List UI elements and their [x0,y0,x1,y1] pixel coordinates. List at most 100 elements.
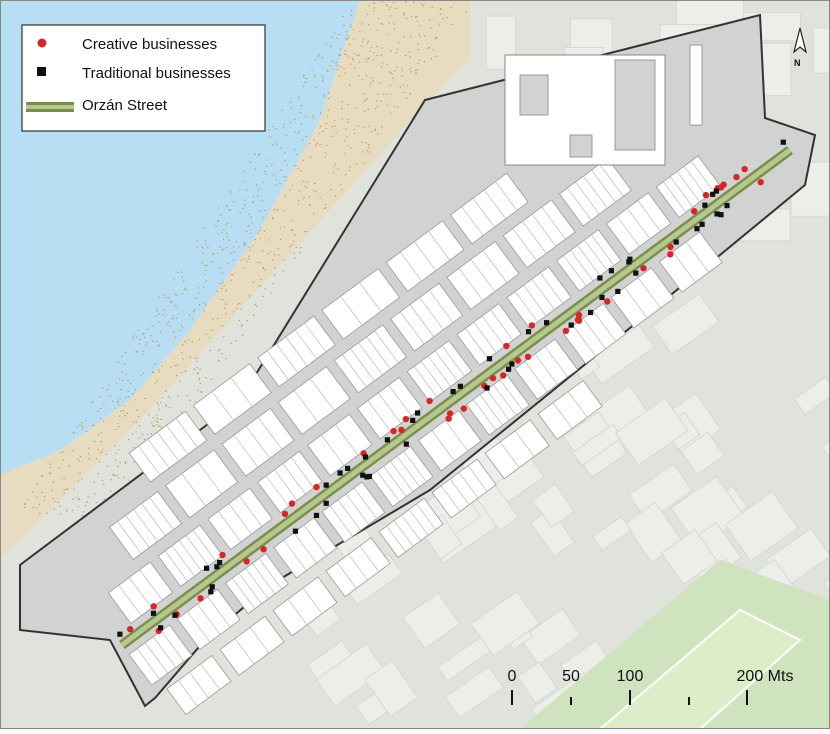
sand-dot [158,368,160,371]
plaza-building [614,59,656,151]
sand-dot [133,461,135,463]
sand-dot [181,276,183,278]
sand-dot [369,151,371,153]
sand-dot [262,181,264,184]
beach [0,0,470,560]
sand-dot [155,382,157,384]
sand-dot [284,159,286,162]
sand-dot [24,506,26,509]
traditional-business-point [410,417,416,423]
sand-dot [396,48,399,50]
sand-dot [200,391,202,393]
sand-dot [100,431,103,434]
sand-dot [350,26,352,28]
sand-dot [254,153,256,155]
sand-dot [269,251,272,253]
parcel-line [161,630,185,662]
creative-business-point [460,405,467,412]
parcel-line [534,353,558,385]
sand-dot [84,420,87,422]
legend: Creative businesses Traditional business… [21,24,266,132]
sand-dot [340,66,342,68]
sand-dot [423,60,426,63]
sand-dot [327,109,329,111]
sand-dot [193,368,196,370]
sand-dot [450,7,452,9]
sand-dot [133,421,135,423]
parcel-line [337,562,357,589]
parcel-line [383,465,407,497]
sand-dot [170,366,172,368]
sand-dot [331,60,333,62]
sand-dot [154,363,157,366]
parcel-line [358,342,383,376]
parcel-line [690,160,714,192]
parcel-line [245,425,271,459]
sand-dot [188,338,190,341]
sand-dot [205,280,208,282]
parcel-line [552,402,573,429]
parcel-line [419,297,444,330]
parcel-line [495,181,518,211]
sand-dot [337,168,339,170]
sand-dot [325,152,327,154]
parcel-line [493,384,517,416]
sand-dot [218,360,221,362]
sand-dot [181,293,184,295]
parcel-line [393,520,414,547]
parcel-line [473,321,497,353]
parcel-line [440,485,461,512]
parcel-line [583,175,608,209]
sand-dot [244,204,246,206]
sand-dot [367,5,370,7]
sand-dot [91,402,93,404]
sand-dot [294,257,296,259]
sand-dot [403,36,405,38]
sand-dot [223,229,225,231]
sand-dot [140,374,142,377]
sand-dot [248,246,251,248]
outside-building [364,659,419,718]
sand-dot [119,398,121,400]
sand-dot [365,61,368,63]
sand-dot [99,396,102,398]
sand-dot [161,365,163,367]
sand-dot [272,209,275,211]
sand-dot [399,86,401,88]
sand-dot [275,128,277,130]
sand-dot [291,184,294,186]
sand-dot [110,490,112,492]
sand-dot [219,214,222,216]
sand-dot [143,438,146,440]
parcel-line [374,330,399,364]
parcel-line [302,587,323,614]
sand-dot [327,97,330,100]
traditional-business-point [345,465,351,471]
sand-dot [63,492,65,494]
sand-dot [276,210,278,212]
sand-dot [219,282,221,285]
parcel-line [522,221,547,254]
sand-dot [271,164,273,166]
sand-dot [272,216,274,219]
sand-dot [151,371,154,373]
building-block [390,282,464,352]
sand-dot [279,227,281,229]
sand-dot [348,36,350,39]
sand-dot [165,390,167,393]
sand-dot [180,411,183,413]
sand-dot [333,172,335,174]
sand-dot [283,259,285,261]
building-block [321,481,386,543]
sand-dot [300,104,303,107]
sand-dot [229,208,232,211]
parcel-line [378,392,402,424]
sand-dot [41,491,43,494]
sand-dot [103,483,105,486]
sand-dot [36,507,38,509]
parcel-line [624,287,648,319]
sand-dot [303,74,305,77]
sand-dot [212,318,214,320]
creative-business-point [733,173,740,181]
sand-dot [297,132,299,135]
